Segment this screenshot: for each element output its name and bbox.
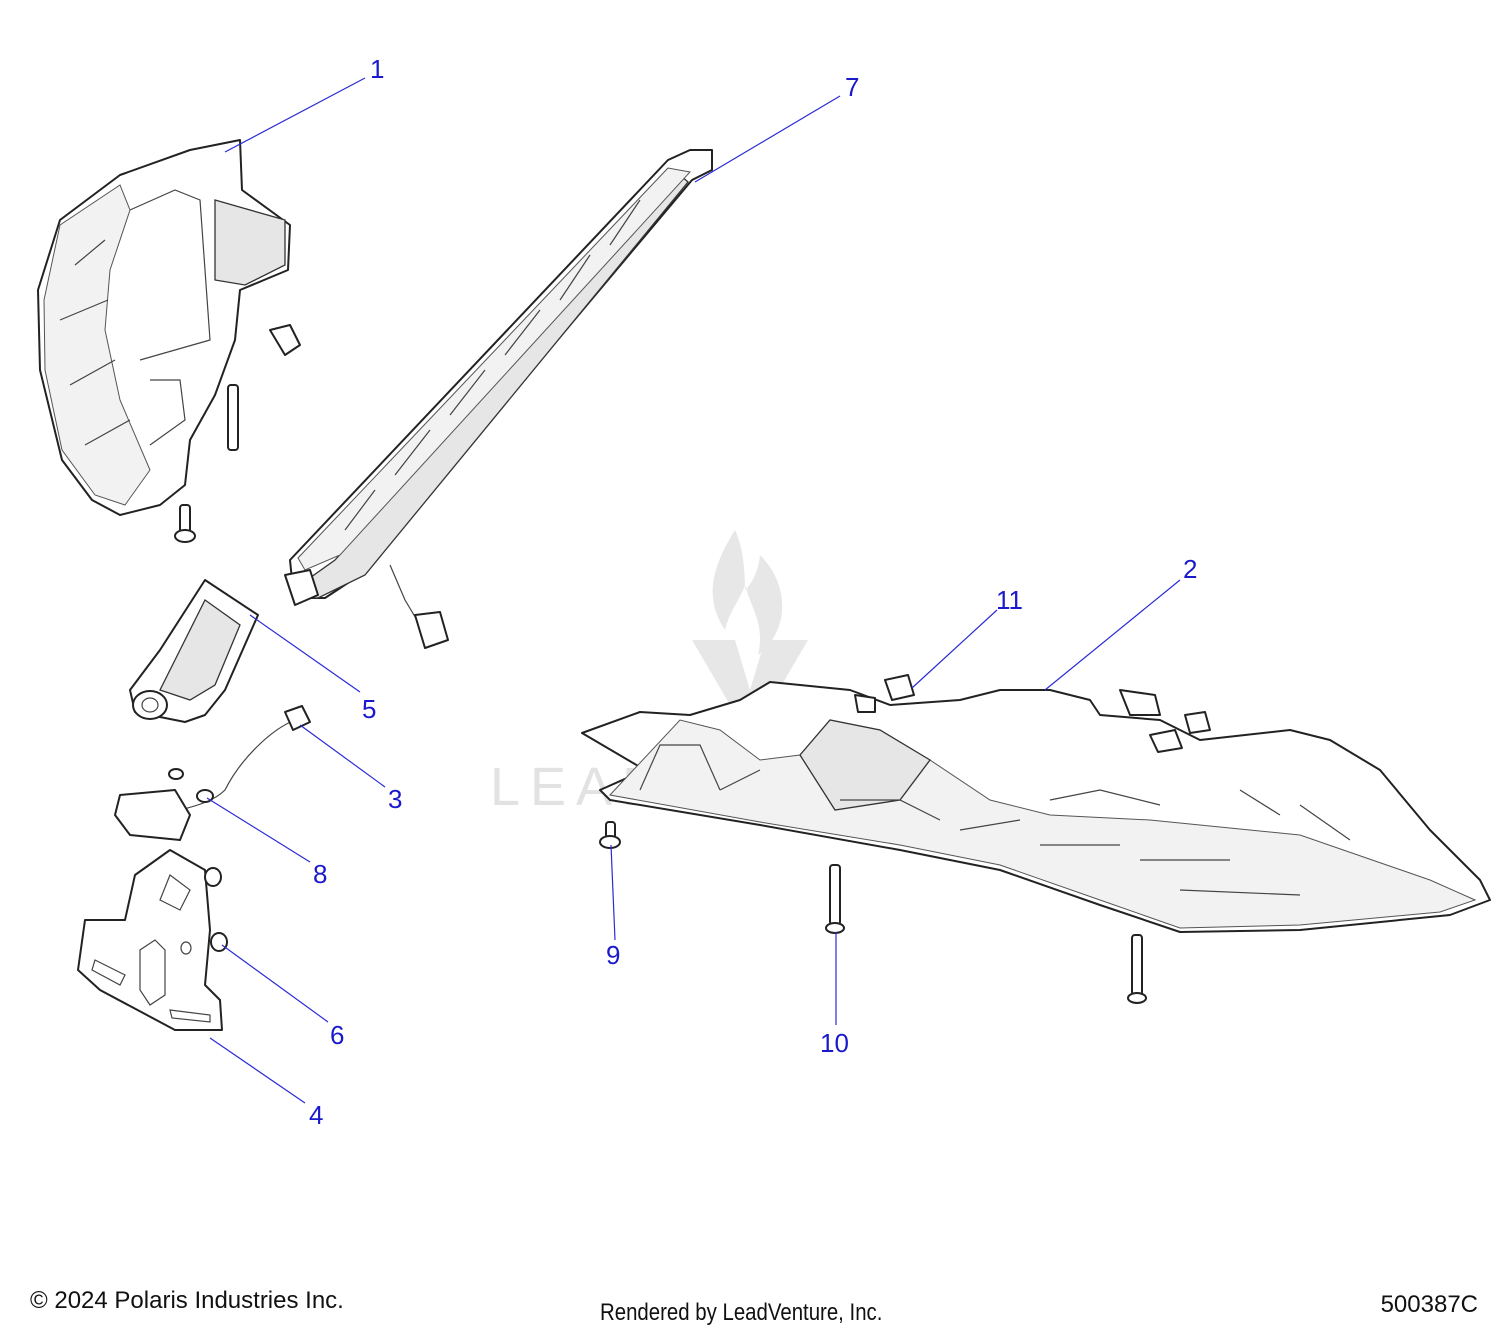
callout-7: 7 xyxy=(845,72,859,102)
callout-labels: 1 2 3 4 5 6 7 8 9 10 11 xyxy=(309,54,1197,1130)
rendered-by-credit: Rendered by LeadVenture, Inc. xyxy=(600,1299,883,1326)
part-8-license-light xyxy=(114,768,214,841)
part-4-plate-bracket xyxy=(77,849,223,1031)
callout-5: 5 xyxy=(362,694,376,724)
part-5-mount-bracket xyxy=(129,579,259,723)
leader-1 xyxy=(224,77,366,153)
diagram-id: 500387C xyxy=(1380,1291,1478,1318)
leader-6 xyxy=(221,944,329,1023)
part-1-light-housing xyxy=(37,139,301,543)
leader-2 xyxy=(1044,579,1181,691)
leader-3 xyxy=(299,724,386,788)
callout-10: 10 xyxy=(820,1028,849,1058)
callout-1: 1 xyxy=(370,54,384,84)
part-2-rear-light xyxy=(581,674,1491,1004)
copyright-notice: © 2024 Polaris Industries Inc. xyxy=(30,1287,344,1314)
leader-9 xyxy=(610,844,616,941)
leader-11 xyxy=(911,609,998,689)
leader-8 xyxy=(206,797,311,863)
part-7-light-bar xyxy=(284,149,713,649)
part-6-nuts xyxy=(204,867,228,952)
callout-6: 6 xyxy=(330,1020,344,1050)
leader-4 xyxy=(209,1037,306,1104)
leader-7 xyxy=(694,95,841,183)
callout-8: 8 xyxy=(313,859,327,889)
callout-9: 9 xyxy=(606,940,620,970)
callout-2: 2 xyxy=(1183,554,1197,584)
leader-lines xyxy=(206,77,1181,1104)
callout-4: 4 xyxy=(309,1100,323,1130)
leader-5 xyxy=(249,614,361,693)
part-3-wire-harness xyxy=(179,705,311,811)
callout-3: 3 xyxy=(388,784,402,814)
callout-11: 11 xyxy=(996,585,1023,615)
